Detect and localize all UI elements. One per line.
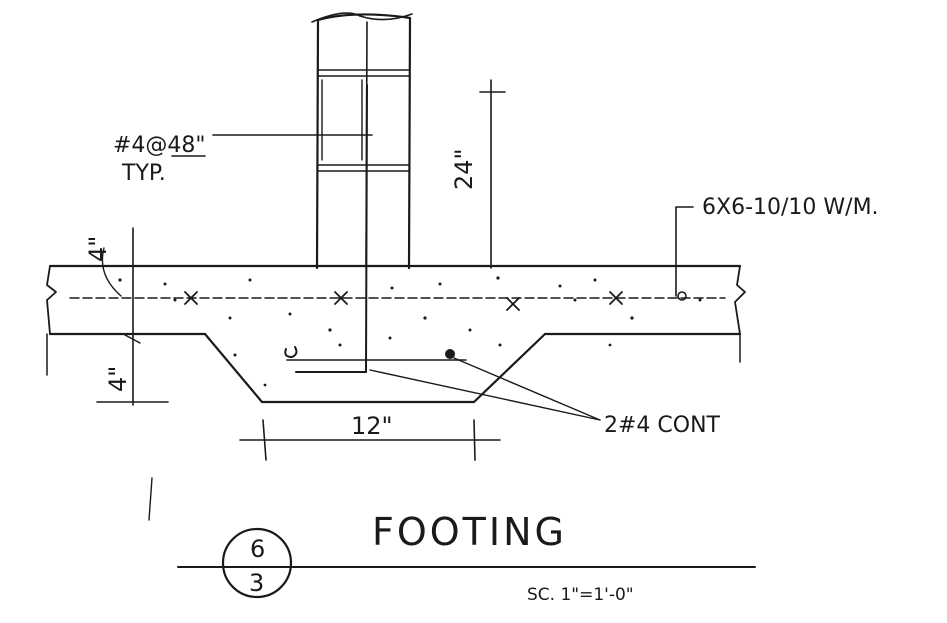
mesh-callout-text: 6X6-10/10 W/M. xyxy=(702,195,879,220)
dowel-bar xyxy=(295,84,368,373)
footing-width-dimension: 12" xyxy=(239,412,501,461)
detail-title: FOOTING 6 3 SC. 1"=1'-0" xyxy=(177,510,756,605)
continuous-rebars xyxy=(284,346,467,361)
footing-width-label: 12" xyxy=(351,412,393,440)
dowel-callout: #4@48" TYP. xyxy=(113,133,373,186)
detail-bubble xyxy=(221,527,293,599)
slab-thickness-dimension: 4" xyxy=(84,227,134,406)
masonry-wall xyxy=(311,12,413,270)
slab-thickness-label: 4" xyxy=(84,236,112,262)
wire-mesh xyxy=(69,291,726,311)
dowel-callout-text-1: #4@48" xyxy=(113,133,206,158)
dowel-callout-text-2: TYP. xyxy=(121,161,166,186)
detail-title-name: FOOTING xyxy=(372,510,567,554)
detail-number: 6 xyxy=(250,535,265,563)
thickening-depth-dimension: 4" xyxy=(96,334,169,403)
sheet-number: 3 xyxy=(249,569,264,597)
rebar-callout: 2#4 CONT xyxy=(369,357,721,438)
concrete-stipple xyxy=(118,276,702,387)
mesh-callout: 6X6-10/10 W/M. xyxy=(675,195,879,297)
detail-scale: SC. 1"=1'-0" xyxy=(527,585,634,605)
slab xyxy=(46,264,746,376)
footing-thickening xyxy=(203,332,547,404)
wall-height-dimension: 24" xyxy=(450,79,506,269)
stray-mark xyxy=(148,477,153,521)
wall-height-label: 24" xyxy=(450,148,478,190)
rebar-callout-text: 2#4 CONT xyxy=(604,413,721,438)
thickening-depth-label: 4" xyxy=(104,366,132,392)
